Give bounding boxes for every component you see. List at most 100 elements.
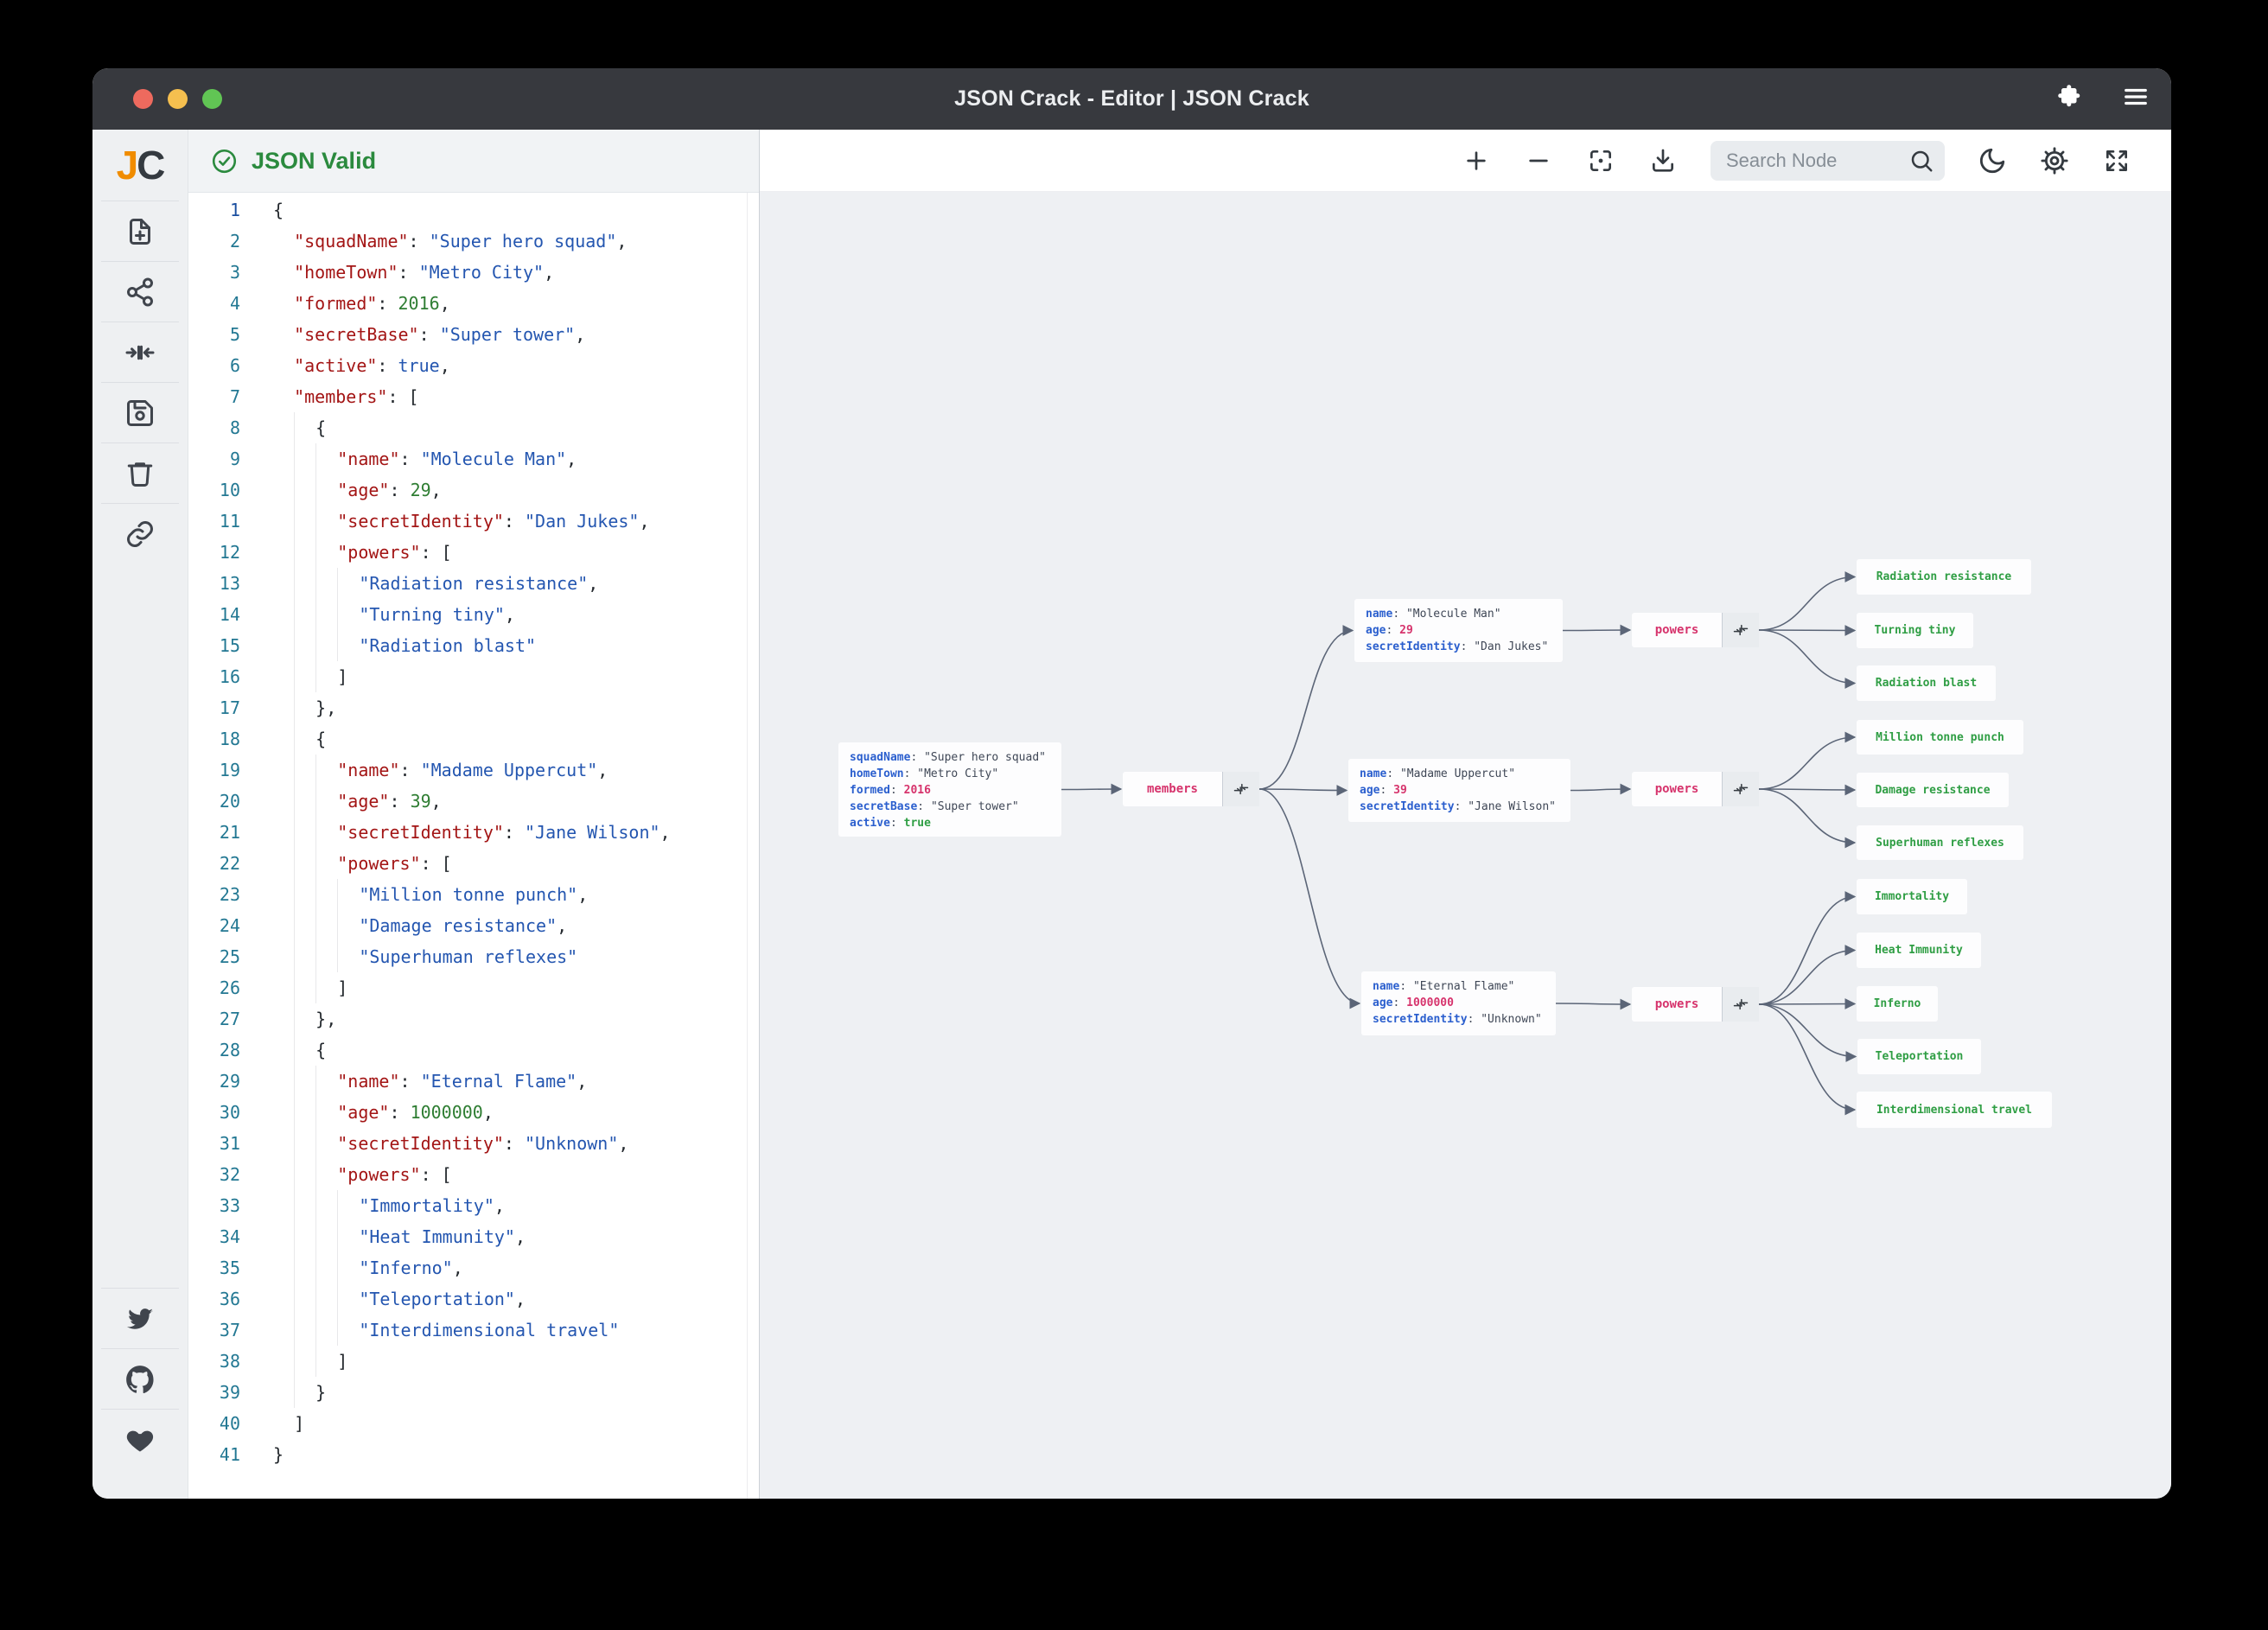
- graph-node-p3[interactable]: powers: [1632, 987, 1759, 1022]
- sidebar-item-new-document[interactable]: [101, 201, 179, 261]
- code-line[interactable]: 18 {: [188, 723, 759, 755]
- graph-node-root[interactable]: squadName: "Super hero squad"homeTown: "…: [838, 742, 1061, 837]
- settings-button[interactable]: [2040, 146, 2069, 175]
- dark-mode-button[interactable]: [1978, 146, 2007, 175]
- sidebar-item-save[interactable]: [101, 382, 179, 443]
- code-line[interactable]: 8 {: [188, 412, 759, 443]
- code-line[interactable]: 29 "name": "Eternal Flame",: [188, 1066, 759, 1097]
- zoom-button[interactable]: [202, 89, 222, 109]
- collapse-node-button[interactable]: [1722, 987, 1759, 1022]
- code-line[interactable]: 38 ]: [188, 1346, 759, 1377]
- line-number: 7: [229, 386, 240, 407]
- code-line[interactable]: 37 "Interdimensional travel": [188, 1315, 759, 1346]
- code-line[interactable]: 6 "active": true,: [188, 350, 759, 381]
- node-row: secretIdentity: "Jane Wilson": [1360, 800, 1556, 813]
- graph-node-l3a[interactable]: Immortality: [1857, 879, 1967, 914]
- line-number: 30: [219, 1102, 240, 1123]
- code-line[interactable]: 1{: [188, 194, 759, 226]
- graph-node-members[interactable]: members: [1123, 772, 1259, 806]
- code-line[interactable]: 4 "formed": 2016,: [188, 288, 759, 319]
- indent-guide: [273, 537, 296, 568]
- collapse-node-button[interactable]: [1722, 772, 1759, 806]
- indent-guide: [295, 443, 317, 474]
- search-icon[interactable]: [1908, 148, 1934, 178]
- code-line[interactable]: 16 ]: [188, 661, 759, 692]
- code-line[interactable]: 15 "Radiation blast": [188, 630, 759, 661]
- code-line[interactable]: 5 "secretBase": "Super tower",: [188, 319, 759, 350]
- close-button[interactable]: [133, 89, 153, 109]
- code-line[interactable]: 41}: [188, 1439, 759, 1470]
- collapse-node-button[interactable]: [1722, 613, 1759, 647]
- zoom-in-button[interactable]: [1462, 146, 1491, 175]
- expand-icon: [2106, 150, 2127, 171]
- code-line[interactable]: 35 "Inferno",: [188, 1252, 759, 1283]
- menu-icon[interactable]: [2123, 84, 2149, 114]
- graph-node-l1c[interactable]: Radiation blast: [1857, 665, 1996, 701]
- code-line[interactable]: 26 ]: [188, 972, 759, 1003]
- code-line[interactable]: 36 "Teleportation",: [188, 1283, 759, 1315]
- graph-node-p2[interactable]: powers: [1632, 772, 1759, 806]
- graph-node-p1[interactable]: powers: [1632, 613, 1759, 647]
- code-line[interactable]: 30 "age": 1000000,: [188, 1097, 759, 1128]
- graph-node-l2c[interactable]: Superhuman reflexes: [1857, 825, 2023, 860]
- code-line[interactable]: 27 },: [188, 1003, 759, 1035]
- code-line[interactable]: 40 ]: [188, 1408, 759, 1439]
- code-line[interactable]: 9 "name": "Molecule Man",: [188, 443, 759, 474]
- graph-node-l1a[interactable]: Radiation resistance: [1857, 559, 2031, 595]
- indent-guide: [273, 941, 296, 972]
- graph-node-l2a[interactable]: Million tonne punch: [1857, 720, 2023, 755]
- search-node-field: [1711, 140, 1945, 181]
- code-line[interactable]: 24 "Damage resistance",: [188, 910, 759, 941]
- collapse-node-button[interactable]: [1222, 772, 1259, 806]
- code-line[interactable]: 2 "squadName": "Super hero squad",: [188, 226, 759, 257]
- extensions-icon[interactable]: [2057, 84, 2083, 114]
- download-button[interactable]: [1648, 146, 1678, 175]
- sidebar-item-share-link[interactable]: [101, 503, 179, 563]
- fullscreen-button[interactable]: [2102, 146, 2131, 175]
- code-line[interactable]: 12 "powers": [: [188, 537, 759, 568]
- sidebar-item-github[interactable]: [101, 1348, 179, 1409]
- graph-node-l3d[interactable]: Teleportation: [1857, 1039, 1981, 1074]
- minimize-button[interactable]: [168, 89, 188, 109]
- sidebar-item-fit-width[interactable]: [101, 322, 179, 382]
- center-view-button[interactable]: [1586, 146, 1615, 175]
- code-line[interactable]: 25 "Superhuman reflexes": [188, 941, 759, 972]
- code-line[interactable]: 3 "homeTown": "Metro City",: [188, 257, 759, 288]
- search-input[interactable]: [1711, 140, 1945, 181]
- code-editor[interactable]: 1{2 "squadName": "Super hero squad",3 "h…: [188, 193, 759, 1499]
- code-line[interactable]: 19 "name": "Madame Uppercut",: [188, 755, 759, 786]
- code-line[interactable]: 34 "Heat Immunity",: [188, 1221, 759, 1252]
- graph-canvas[interactable]: squadName: "Super hero squad"homeTown: "…: [760, 130, 2171, 1499]
- code-line[interactable]: 28 {: [188, 1035, 759, 1066]
- graph-node-l2b[interactable]: Damage resistance: [1857, 773, 2009, 807]
- code-line[interactable]: 10 "age": 29,: [188, 474, 759, 506]
- code-line[interactable]: 7 "members": [: [188, 381, 759, 412]
- code-line[interactable]: 39 }: [188, 1377, 759, 1408]
- code-line[interactable]: 14 "Turning tiny",: [188, 599, 759, 630]
- code-line[interactable]: 17 },: [188, 692, 759, 723]
- line-number: 39: [219, 1382, 240, 1403]
- code-line[interactable]: 31 "secretIdentity": "Unknown",: [188, 1128, 759, 1159]
- graph-node-l1b[interactable]: Turning tiny: [1857, 613, 1973, 648]
- code-line[interactable]: 11 "secretIdentity": "Dan Jukes",: [188, 506, 759, 537]
- sidebar-item-sponsor[interactable]: [101, 1409, 179, 1469]
- graph-node-l3e[interactable]: Interdimensional travel: [1857, 1092, 2052, 1128]
- sidebar-item-twitter[interactable]: [101, 1288, 179, 1348]
- code-line[interactable]: 22 "powers": [: [188, 848, 759, 879]
- code-line[interactable]: 20 "age": 39,: [188, 786, 759, 817]
- graph-node-l3c[interactable]: Inferno: [1857, 986, 1938, 1022]
- code-line[interactable]: 23 "Million tonne punch",: [188, 879, 759, 910]
- sidebar-item-delete[interactable]: [101, 443, 179, 503]
- code-line[interactable]: 21 "secretIdentity": "Jane Wilson",: [188, 817, 759, 848]
- code-line[interactable]: 33 "Immortality",: [188, 1190, 759, 1221]
- graph-node-l3b[interactable]: Heat Immunity: [1857, 933, 1981, 968]
- code-line[interactable]: 32 "powers": [: [188, 1159, 759, 1190]
- sidebar-item-graph-view[interactable]: [101, 261, 179, 322]
- indent-guide: [295, 1283, 317, 1315]
- zoom-out-button[interactable]: [1524, 146, 1553, 175]
- code-line[interactable]: 13 "Radiation resistance",: [188, 568, 759, 599]
